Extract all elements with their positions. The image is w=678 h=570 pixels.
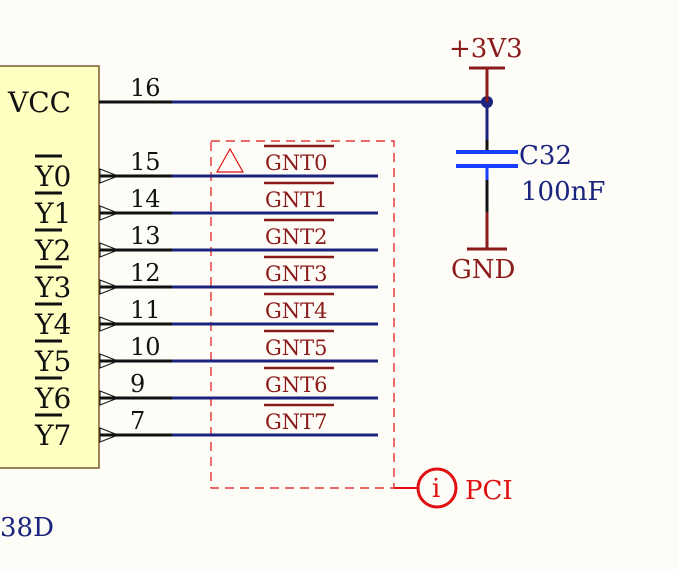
net-label: GNT4 [265, 299, 328, 323]
pin-number: 11 [130, 296, 161, 324]
harness-triangle-icon [215, 147, 245, 173]
ic-output-label: Y2 [34, 234, 71, 267]
ic-output-label: Y5 [34, 345, 71, 378]
ic-vcc-label: VCC [7, 86, 71, 119]
net-label: GNT0 [265, 151, 328, 175]
net-label: GNT7 [265, 410, 328, 434]
cap-value: 100nF [521, 177, 605, 207]
vcc-pin-number: 16 [130, 74, 161, 102]
net-label: GNT6 [265, 373, 328, 397]
ic-output-label: Y0 [34, 160, 71, 193]
ic-output-label: Y3 [34, 271, 71, 304]
ic-output-label: Y4 [34, 308, 71, 341]
harness-port-icon[interactable] [416, 467, 458, 509]
net-label: GNT2 [265, 225, 328, 249]
pin-number: 14 [130, 185, 161, 213]
power-label: +3V3 [449, 34, 523, 64]
harness-port-name: PCI [465, 476, 513, 506]
net-label: GNT3 [265, 262, 328, 286]
harness-port-letter: i [432, 474, 440, 504]
pin-number: 13 [130, 222, 161, 250]
net-label: GNT1 [265, 188, 328, 212]
ic-output-label: Y1 [34, 197, 71, 230]
pin-number: 15 [130, 148, 161, 176]
pin-number: 9 [130, 370, 145, 398]
pin-number: 7 [130, 407, 145, 435]
net-label: GNT5 [265, 336, 328, 360]
cap-ref: C32 [519, 141, 572, 171]
gnd-label: GND [451, 255, 515, 285]
ic-part-suffix: 38D [0, 513, 54, 543]
harness-box[interactable] [210, 140, 395, 489]
ic-output-label: Y6 [34, 382, 71, 415]
pin-number: 10 [130, 333, 161, 361]
ic-output-label: Y7 [34, 419, 71, 452]
pin-number: 12 [130, 259, 161, 287]
